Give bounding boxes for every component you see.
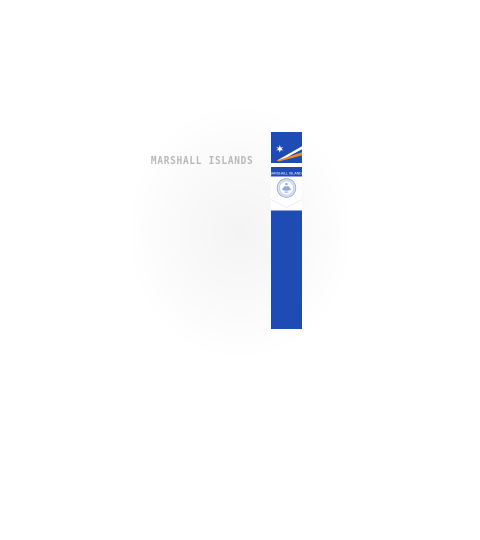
seal-center-bird [282,185,291,191]
flag-star [276,145,284,153]
banner-divider [271,163,302,167]
seal-base-mark [284,191,289,193]
seal-top-mark [285,182,288,186]
national-seal-icon [276,178,297,198]
marshall-islands-flag-icon [271,132,302,163]
country-banner: MARSHALL ISLANDS [271,132,302,329]
banner-lower-body [271,210,302,329]
flag-white-stripe [277,146,302,162]
star-icon [276,145,284,153]
country-title: MARSHALL ISLANDS [150,155,254,167]
national-emblem-panel: MARSHALL ISLANDS [269,167,305,219]
flag-orange-stripe [277,152,302,162]
emblem-label: MARSHALL ISLANDS [269,171,305,175]
background-shadow [132,110,348,354]
